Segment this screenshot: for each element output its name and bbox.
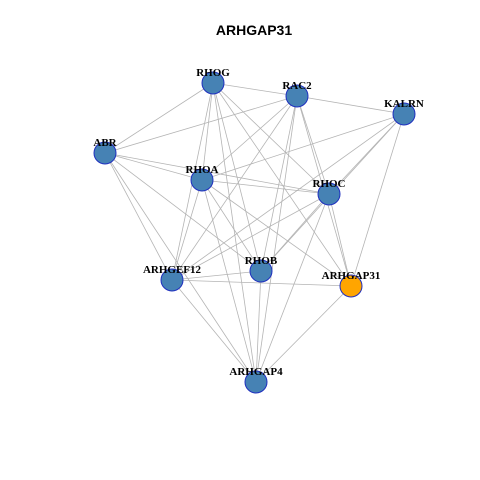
edge-arhgef12-rhob bbox=[171, 270, 262, 281]
edge-rhoc-arhgap31 bbox=[328, 193, 352, 287]
edge-kalrn-arhgap31 bbox=[350, 113, 405, 287]
node-label-rhoc: RHOC bbox=[313, 178, 346, 190]
edge-abr-arhgef12 bbox=[104, 152, 173, 281]
node-circle-rhoa bbox=[190, 168, 214, 192]
node-label-rhoa: RHOA bbox=[186, 164, 219, 176]
node-circle-arhgap31 bbox=[339, 274, 363, 298]
edge-abr-rhob bbox=[104, 152, 262, 272]
node-circle-arhgef12 bbox=[160, 268, 184, 292]
edge-rhoc-rhob bbox=[260, 193, 330, 272]
edge-abr-arhgap4 bbox=[104, 152, 257, 383]
diagram-title: ARHGAP31 bbox=[216, 22, 292, 38]
edge-rac2-rhoc bbox=[296, 95, 330, 195]
edge-rhoc-arhgef12 bbox=[171, 193, 330, 281]
node-rhoc: RHOC bbox=[313, 178, 346, 206]
edge-rac2-arhgap4 bbox=[255, 95, 298, 383]
edge-rhob-arhgap4 bbox=[255, 270, 262, 383]
edge-abr-rhoc bbox=[104, 152, 330, 195]
edge-kalrn-rhoa bbox=[201, 113, 405, 181]
edge-layer bbox=[104, 82, 405, 383]
edge-arhgef12-arhgap4 bbox=[171, 279, 257, 383]
node-arhgap31: ARHGAP31 bbox=[322, 270, 381, 298]
node-circle-rhob bbox=[249, 259, 273, 283]
node-rhog: RHOG bbox=[196, 67, 230, 95]
edge-rhog-rhoa bbox=[201, 82, 214, 181]
node-rhob: RHOB bbox=[245, 255, 278, 283]
node-label-rhog: RHOG bbox=[196, 67, 230, 79]
node-arhgef12: ARHGEF12 bbox=[143, 264, 202, 292]
edge-rac2-rhob bbox=[260, 95, 298, 272]
node-circle-rac2 bbox=[285, 84, 309, 108]
node-label-arhgap4: ARHGAP4 bbox=[229, 366, 283, 378]
node-kalrn: KALRN bbox=[384, 98, 424, 126]
edge-arhgef12-arhgap31 bbox=[171, 279, 352, 287]
edge-rhog-rhoc bbox=[212, 82, 330, 195]
node-label-arhgef12: ARHGEF12 bbox=[143, 264, 202, 276]
node-label-kalrn: KALRN bbox=[384, 98, 424, 110]
node-label-rhob: RHOB bbox=[245, 255, 278, 267]
edge-rac2-arhgef12 bbox=[171, 95, 298, 281]
node-rac2: RAC2 bbox=[282, 80, 312, 108]
node-label-arhgap31: ARHGAP31 bbox=[322, 270, 381, 282]
edge-rac2-rhoa bbox=[201, 95, 298, 181]
node-rhoa: RHOA bbox=[186, 164, 219, 192]
node-circle-rhoc bbox=[317, 182, 341, 206]
node-circle-arhgap4 bbox=[244, 370, 268, 394]
edge-rhoa-arhgef12 bbox=[171, 179, 203, 281]
edge-rhoa-rhob bbox=[201, 179, 262, 272]
edge-rhog-arhgap31 bbox=[212, 82, 352, 287]
node-arhgap4: ARHGAP4 bbox=[229, 366, 283, 394]
edge-kalrn-arhgef12 bbox=[171, 113, 405, 281]
edge-rhoa-arhgap31 bbox=[201, 179, 352, 287]
node-abr: ABR bbox=[93, 137, 118, 165]
edge-rhog-abr bbox=[104, 82, 214, 154]
edge-abr-rhoa bbox=[104, 152, 203, 181]
edge-arhgap31-arhgap4 bbox=[255, 285, 352, 383]
edge-rhog-arhgap4 bbox=[212, 82, 257, 383]
node-label-abr: ABR bbox=[93, 137, 117, 149]
node-circle-kalrn bbox=[392, 102, 416, 126]
edge-rhog-rac2 bbox=[212, 82, 298, 97]
node-label-rac2: RAC2 bbox=[282, 80, 312, 92]
node-circle-rhog bbox=[201, 71, 225, 95]
edge-rhoc-arhgap4 bbox=[255, 193, 330, 383]
edge-rhoa-arhgap4 bbox=[201, 179, 257, 383]
node-circle-abr bbox=[93, 141, 117, 165]
edge-rhoa-rhoc bbox=[201, 179, 330, 195]
edge-rac2-kalrn bbox=[296, 95, 405, 115]
edge-rac2-abr bbox=[104, 95, 298, 154]
